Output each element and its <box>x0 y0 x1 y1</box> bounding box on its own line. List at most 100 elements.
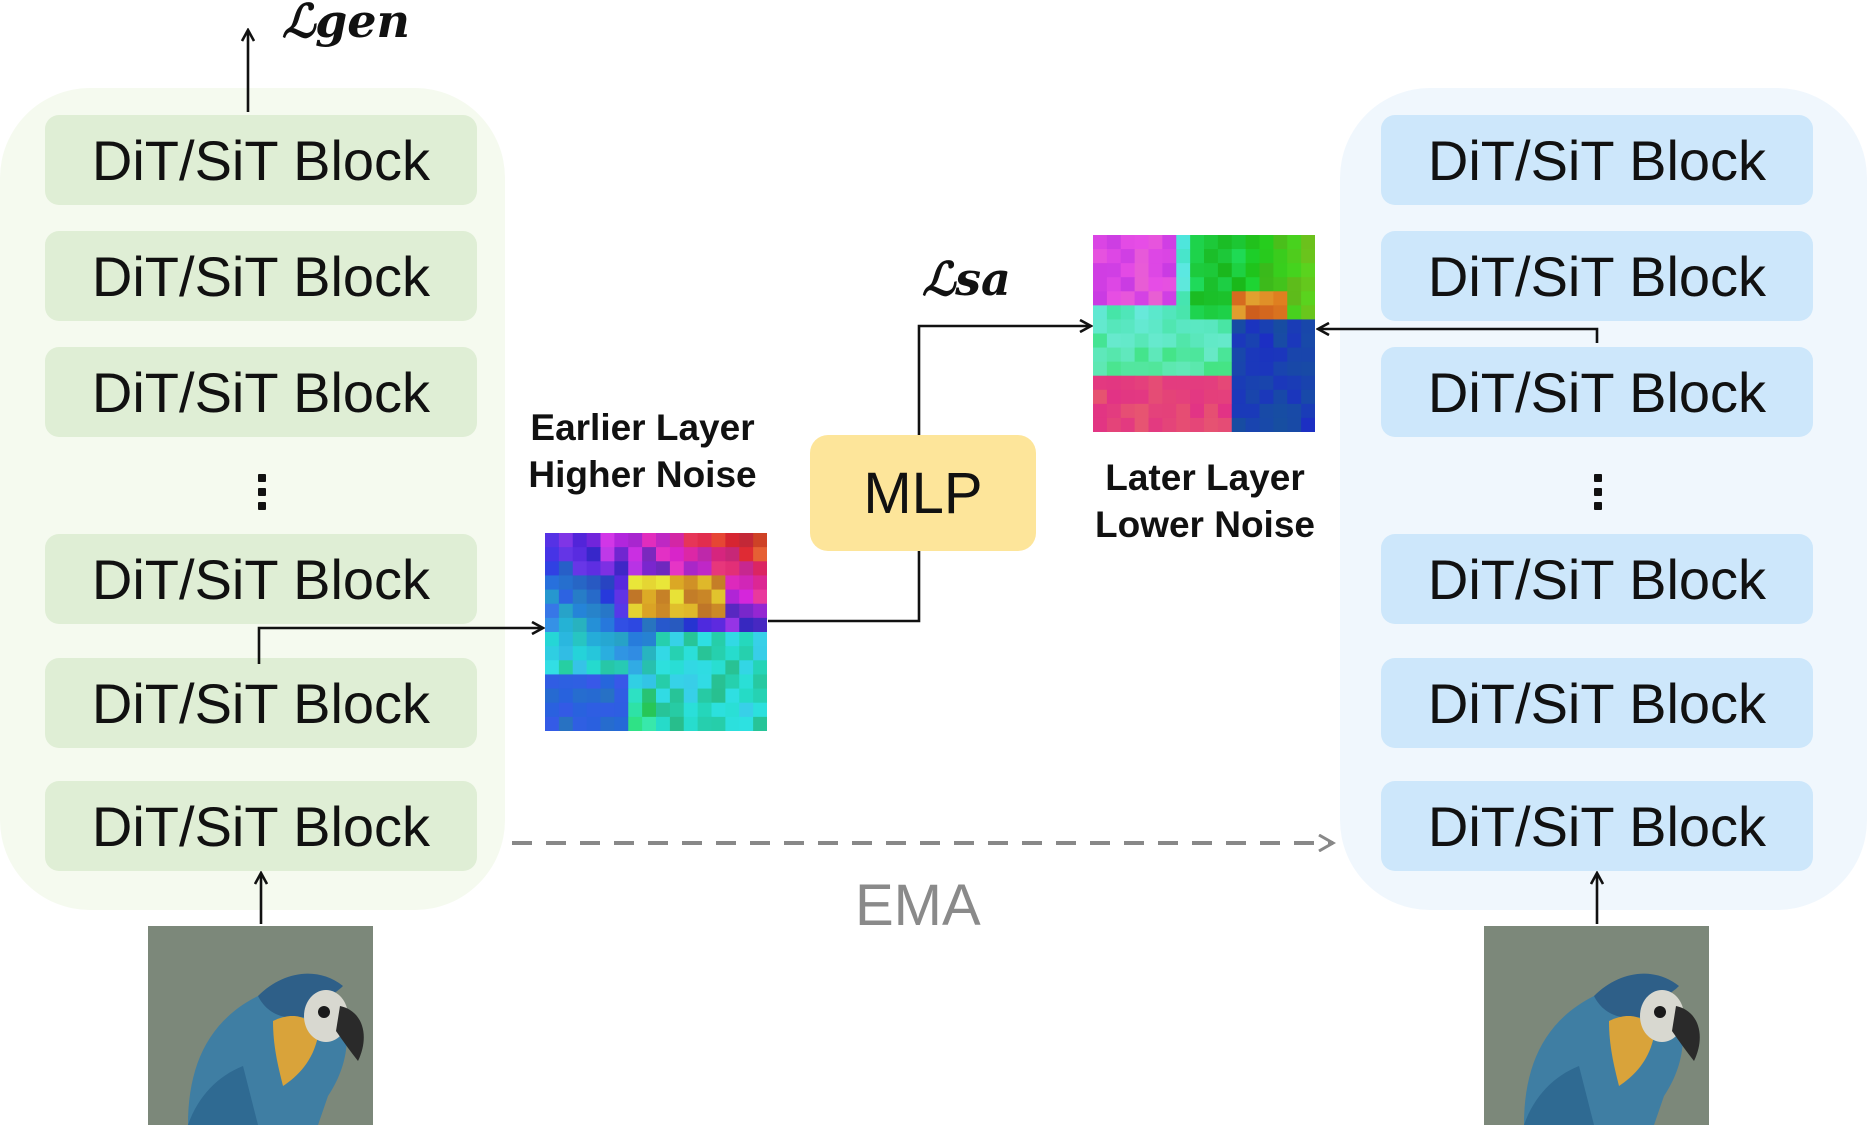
feature-pixel <box>572 674 588 690</box>
feature-pixel <box>628 674 643 690</box>
feature-pixel <box>1301 403 1315 419</box>
feature-pixel <box>1190 403 1205 419</box>
student-block-6: DiT/SiT Block <box>45 781 477 871</box>
feature-pixel <box>1134 277 1150 292</box>
feature-pixel <box>1204 319 1219 335</box>
feature-pixel <box>572 561 588 577</box>
student-block-3: DiT/SiT Block <box>45 347 477 437</box>
earlier-layer-line-1: Earlier Layer <box>530 407 755 448</box>
student-block-1: DiT/SiT Block <box>45 115 477 205</box>
feature-pixel <box>697 646 713 661</box>
student-block-4: DiT/SiT Block <box>45 534 477 624</box>
teacher-block-1: DiT/SiT Block <box>1381 115 1813 205</box>
feature-pixel <box>628 547 643 562</box>
feature-pixel <box>614 660 629 676</box>
feature-pixel <box>1259 417 1274 432</box>
feature-pixel <box>656 646 671 661</box>
feature-pixel <box>1231 347 1247 363</box>
feature-pixel <box>711 603 726 619</box>
noisy-parrot-image-left <box>148 926 373 1125</box>
feature-pixel <box>753 632 767 647</box>
feature-pixel <box>1106 319 1122 335</box>
feature-pixel <box>683 533 699 548</box>
feature-pixel <box>739 646 754 661</box>
feature-pixel <box>697 575 713 591</box>
feature-pixel <box>725 561 740 577</box>
feature-pixel <box>545 547 560 562</box>
feature-pixel <box>711 632 726 647</box>
feature-pixel <box>1231 291 1247 306</box>
feature-pixel <box>1273 249 1288 264</box>
feature-pixel <box>1259 347 1274 363</box>
feature-pixel <box>753 533 767 548</box>
generation-loss-label: ℒgen <box>282 0 411 48</box>
feature-pixel <box>711 716 726 731</box>
feature-pixel <box>1162 347 1177 363</box>
feature-pixel <box>614 716 629 731</box>
feature-pixel <box>1301 375 1315 391</box>
feature-pixel <box>558 589 574 605</box>
feature-pixel <box>725 646 740 661</box>
feature-pixel <box>1273 291 1288 306</box>
feature-pixel <box>1162 319 1177 335</box>
feature-pixel <box>1301 305 1315 321</box>
feature-pixel <box>1134 263 1150 278</box>
feature-pixel <box>711 646 726 661</box>
feature-pixel <box>656 688 671 704</box>
feature-pixel <box>683 660 699 676</box>
feature-pixel <box>1148 305 1163 321</box>
feature-pixel <box>600 660 615 676</box>
feature-pixel <box>1148 347 1163 363</box>
feature-pixel <box>669 547 685 562</box>
feature-pixel <box>1231 249 1247 264</box>
feature-pixel <box>669 674 685 690</box>
feature-pixel <box>656 603 671 619</box>
feature-pixel <box>1148 235 1163 250</box>
feature-pixel <box>1259 403 1274 419</box>
feature-pixel <box>1148 389 1163 405</box>
feature-pixel <box>753 716 767 731</box>
feature-pixel <box>600 632 615 647</box>
feature-pixel <box>697 533 713 548</box>
feature-pixel <box>558 575 574 591</box>
feature-pixel <box>739 688 754 704</box>
teacher-feature-arrow <box>1318 329 1599 343</box>
feature-pixel <box>628 617 643 633</box>
feature-pixel <box>683 632 699 647</box>
feature-pixel <box>628 533 643 548</box>
feature-pixel <box>642 547 657 562</box>
feature-pixel <box>1231 277 1247 292</box>
feature-pixel <box>1259 249 1274 264</box>
feature-pixel <box>1176 361 1191 377</box>
teacher-block-3: DiT/SiT Block <box>1381 347 1813 437</box>
later-feature-map-image <box>1093 235 1315 432</box>
feature-pixel <box>1287 417 1302 432</box>
feature-pixel <box>1134 291 1150 306</box>
feature-pixel <box>1301 361 1315 377</box>
feature-pixel <box>753 547 767 562</box>
feature-pixel <box>739 561 754 577</box>
feature-pixel <box>600 688 615 704</box>
feature-pixel <box>600 575 615 591</box>
feature-pixel <box>725 603 740 619</box>
feature-pixel <box>725 547 740 562</box>
feature-pixel <box>545 533 560 548</box>
feature-pixel <box>1204 347 1219 363</box>
feature-pixel <box>642 603 657 619</box>
feature-pixel <box>558 547 574 562</box>
feature-pixel <box>1106 277 1122 292</box>
feature-pixel <box>545 646 560 661</box>
feature-pixel <box>1259 305 1274 321</box>
feature-pixel <box>669 702 685 718</box>
feature-pixel <box>1148 361 1163 377</box>
feature-pixel <box>1106 403 1122 419</box>
feature-pixel <box>614 688 629 704</box>
feature-pixel <box>614 575 629 591</box>
teacher-ellipsis <box>1588 474 1608 516</box>
feature-pixel <box>572 646 588 661</box>
feature-pixel <box>753 603 767 619</box>
feature-pixel <box>683 603 699 619</box>
feature-pixel <box>600 533 615 548</box>
feature-pixel <box>1134 333 1150 349</box>
feature-pixel <box>1273 235 1288 250</box>
